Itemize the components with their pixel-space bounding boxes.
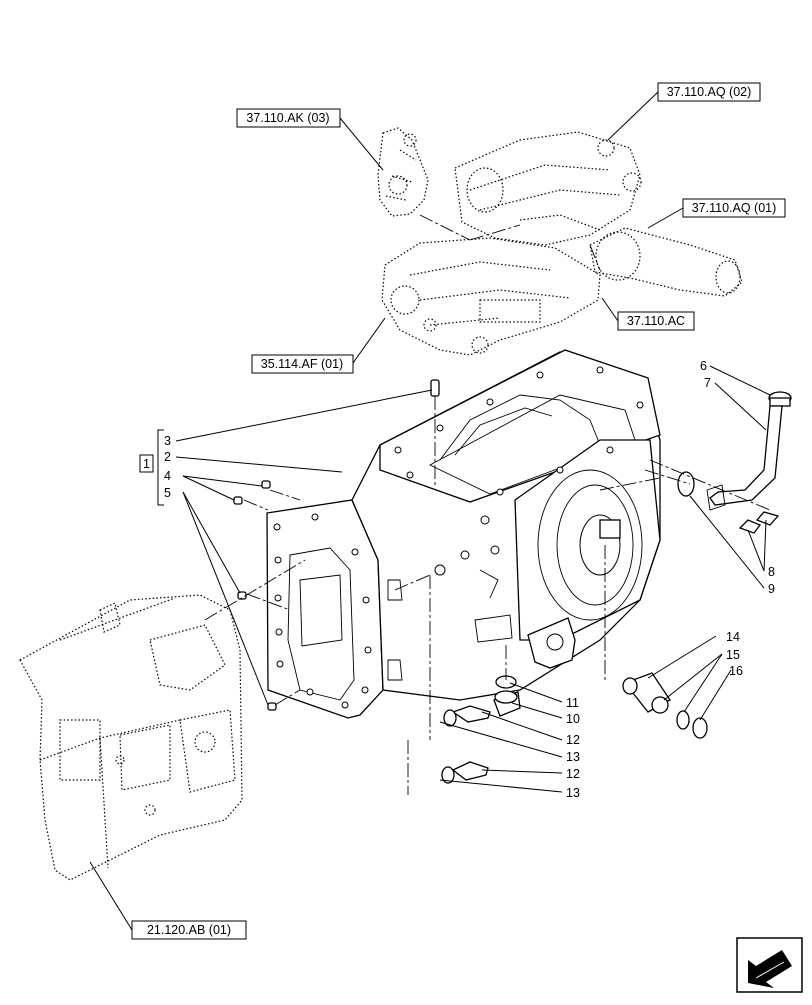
callout-4: 4 (164, 469, 171, 483)
callout-13: 13 (566, 786, 580, 800)
callout-6: 6 (700, 359, 707, 373)
hydraulic-lift-assembly (377, 127, 743, 356)
callout-10: 10 (566, 712, 580, 726)
ref-label: 37.110.AQ (01) (692, 201, 777, 215)
dowel-pins (233, 379, 440, 711)
callout-7: 7 (704, 376, 711, 390)
ref-21-120-ab-01[interactable]: 21.120.AB (01) (131, 920, 247, 940)
callout-11: 11 (566, 696, 579, 710)
ref-37-110-ac[interactable]: 37.110.AC (617, 311, 695, 331)
callout-3: 3 (164, 434, 171, 448)
ref-37-110-aq-01[interactable]: 37.110.AQ (01) (682, 198, 786, 218)
group-number-box (139, 454, 154, 473)
ref-37-110-ak-03[interactable]: 37.110.AK (03) (236, 108, 341, 128)
next-page-arrow-icon[interactable] (736, 937, 803, 993)
callout-15: 15 (726, 648, 740, 662)
engine-block-outline (19, 594, 243, 881)
callout-12: 12 (566, 733, 580, 747)
callout-2: 2 (164, 450, 171, 464)
screws-and-seal (677, 471, 780, 534)
callout-5: 5 (164, 486, 171, 500)
reference-labels: 37.110.AK (03) 37.110.AQ (02) 37.110.AQ … (131, 82, 786, 940)
pin-and-rings (622, 672, 708, 739)
ref-label: 21.120.AB (01) (147, 923, 231, 937)
callout-numbers: 1 3 2 4 5 6 7 8 9 11 10 12 13 12 13 14 1… (139, 359, 775, 800)
ref-label: 35.114.AF (01) (261, 357, 343, 371)
callout-group: 1 (143, 457, 150, 471)
callout-13: 13 (566, 750, 580, 764)
callout-14: 14 (726, 630, 740, 644)
ref-label: 37.110.AQ (02) (667, 85, 752, 99)
drain-plug-and-bolts (441, 675, 521, 784)
ref-37-110-aq-02[interactable]: 37.110.AQ (02) (657, 82, 761, 102)
assembly-centerlines (204, 214, 771, 795)
callout-8: 8 (768, 565, 775, 579)
ref-label: 37.110.AC (627, 314, 685, 328)
transmission-housing (266, 349, 661, 719)
callout-9: 9 (768, 582, 775, 596)
ref-label: 37.110.AK (03) (246, 111, 329, 125)
callout-12: 12 (566, 767, 580, 781)
ref-35-114-af-01[interactable]: 35.114.AF (01) (251, 354, 354, 374)
leader-lines (89, 91, 771, 931)
callout-16: 16 (729, 664, 743, 678)
dipstick-tube (706, 391, 792, 511)
